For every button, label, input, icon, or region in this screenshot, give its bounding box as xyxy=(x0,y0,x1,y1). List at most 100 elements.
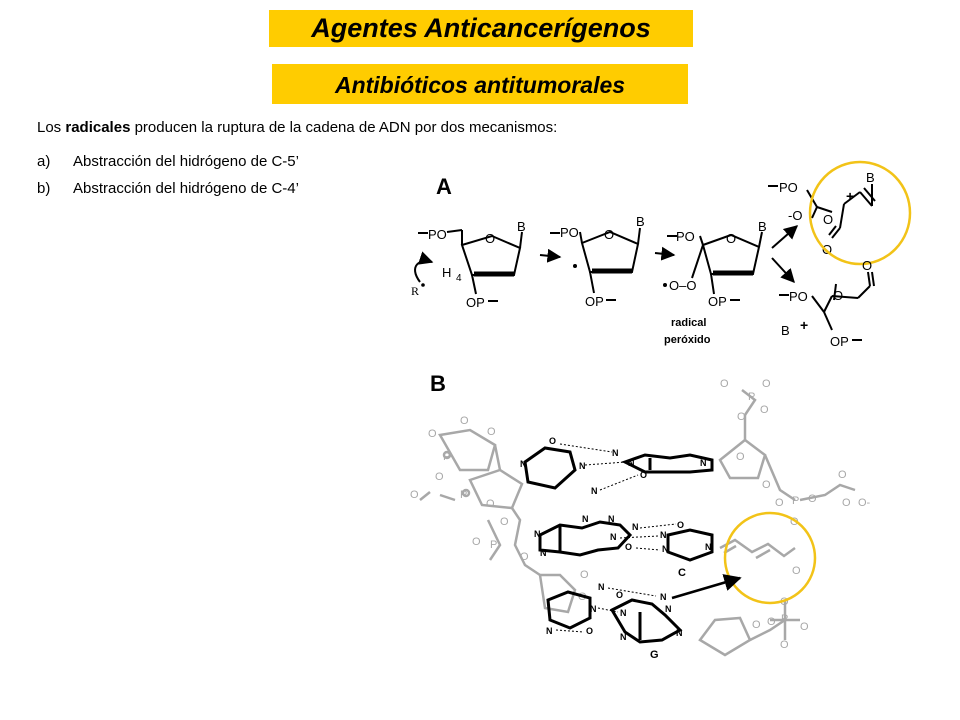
svg-text:O: O xyxy=(435,471,444,483)
svg-text:N: N xyxy=(632,522,639,532)
svg-text:P: P xyxy=(748,391,755,403)
pb-o2: O xyxy=(862,258,872,273)
intro-before: Los xyxy=(37,119,66,136)
svg-text:O: O xyxy=(780,596,789,608)
svg-text:O: O xyxy=(625,542,632,552)
svg-text:N: N xyxy=(591,486,598,496)
s2-o: O xyxy=(604,227,614,242)
base-pair-3 xyxy=(546,590,683,644)
svg-text:O: O xyxy=(486,498,495,510)
figure-b: B O O O P O O P O O P O O O O xyxy=(410,371,871,661)
mechanism-b-text: Abstracción del hidrógeno de C-4’ xyxy=(73,180,299,197)
svg-text:N: N xyxy=(662,544,669,554)
svg-text:P: P xyxy=(460,489,467,501)
svg-text:N: N xyxy=(546,626,553,636)
sugar-1 xyxy=(414,229,523,295)
svg-text:O: O xyxy=(580,569,589,581)
svg-text:N: N xyxy=(598,582,605,592)
svg-text:N: N xyxy=(665,604,672,614)
subtitle: Antibióticos antitumorales xyxy=(272,64,688,104)
pt-b: B xyxy=(866,170,875,185)
cleaved-o: O xyxy=(792,565,801,577)
svg-text:N: N xyxy=(612,448,619,458)
svg-text:N: N xyxy=(676,628,683,638)
svg-text:N: N xyxy=(628,458,635,468)
s1-o: O xyxy=(485,231,495,246)
backbone-right-atoms: O P O O O O O P O O O O O O- O P O O O O xyxy=(720,378,871,651)
sugar-3 xyxy=(667,231,763,295)
svg-text:P: P xyxy=(443,451,450,463)
svg-text:P: P xyxy=(792,495,799,507)
highlight-circle-a xyxy=(808,160,912,266)
mechanism-a-marker: a) xyxy=(37,153,51,170)
pb-po: PO xyxy=(789,289,808,304)
svg-text:N: N xyxy=(620,632,627,642)
mechanism-a-text: Abstracción del hidrógeno de C-5’ xyxy=(73,153,299,170)
pt-o-neg: -O xyxy=(788,208,802,223)
s2-op: OP xyxy=(585,294,604,309)
svg-text:O: O xyxy=(640,470,647,480)
s3-po: PO xyxy=(676,229,695,244)
intro-sentence: Los radicales producen la ruptura de la … xyxy=(37,119,557,136)
backbone-left-atoms: O O O P O O P O O P O O O O xyxy=(410,415,589,603)
svg-text:O: O xyxy=(737,411,746,423)
panel-b-label: B xyxy=(430,371,446,396)
figure-a: A PO O B H 4 R OP PO xyxy=(411,160,912,349)
mechanism-a: a) Abstracción del hidrógeno de C-5’ xyxy=(37,153,299,170)
svg-text:N: N xyxy=(520,459,527,469)
svg-text:O: O xyxy=(752,619,761,631)
svg-text:N: N xyxy=(540,548,547,558)
svg-text:O: O xyxy=(808,493,817,505)
backbone-right xyxy=(698,389,856,657)
base-pair-2 xyxy=(538,520,714,562)
backbone-left xyxy=(419,428,577,614)
svg-text:O: O xyxy=(838,469,847,481)
svg-text:O: O xyxy=(586,626,593,636)
svg-text:O: O xyxy=(775,497,784,509)
product-bottom xyxy=(779,271,875,331)
svg-text:O: O xyxy=(410,489,419,501)
svg-text:N: N xyxy=(620,608,627,618)
s3-b: B xyxy=(758,219,767,234)
s1-op: OP xyxy=(466,295,485,310)
mechanism-b-marker: b) xyxy=(37,180,51,197)
svg-text:O: O xyxy=(780,639,789,651)
svg-text:O: O xyxy=(616,590,623,600)
highlight-circle-b xyxy=(723,511,817,605)
svg-text:O: O xyxy=(428,428,437,440)
svg-text:O: O xyxy=(800,621,809,633)
svg-text:N: N xyxy=(660,530,667,540)
svg-text:O: O xyxy=(760,404,769,416)
s1-c4: 4 xyxy=(456,273,462,284)
svg-text:O: O xyxy=(767,616,776,628)
pt-plus: + xyxy=(846,188,854,204)
pt-po: PO xyxy=(779,180,798,195)
svg-text:O: O xyxy=(487,426,496,438)
s1-po: PO xyxy=(428,227,447,242)
base-pair-1-atoms: O N N N N N O N xyxy=(520,436,707,496)
pt-o2: O xyxy=(822,242,832,257)
s2-b: B xyxy=(636,214,645,229)
s2-po: PO xyxy=(560,225,579,240)
svg-text:O: O xyxy=(790,516,799,528)
base-g-label: G xyxy=(650,649,659,661)
product-top xyxy=(768,184,876,239)
intro-after: producen la ruptura de la cadena de ADN … xyxy=(130,119,558,136)
cleaved-fragment xyxy=(719,538,796,560)
s3-op: OP xyxy=(708,294,727,309)
svg-text:O: O xyxy=(842,497,851,509)
svg-text:O: O xyxy=(762,378,771,390)
svg-text:N: N xyxy=(534,529,541,539)
svg-text:O: O xyxy=(677,520,684,530)
panel-a-label: A xyxy=(436,174,452,199)
s1-b: B xyxy=(517,219,526,234)
pt-o: O xyxy=(823,212,833,227)
svg-text:N: N xyxy=(590,604,597,614)
svg-text:N: N xyxy=(705,542,712,552)
svg-text:O: O xyxy=(500,516,509,528)
s3-o: O xyxy=(726,231,736,246)
pb-plus: + xyxy=(800,317,808,333)
svg-text:O: O xyxy=(720,378,729,390)
svg-text:O: O xyxy=(762,479,771,491)
